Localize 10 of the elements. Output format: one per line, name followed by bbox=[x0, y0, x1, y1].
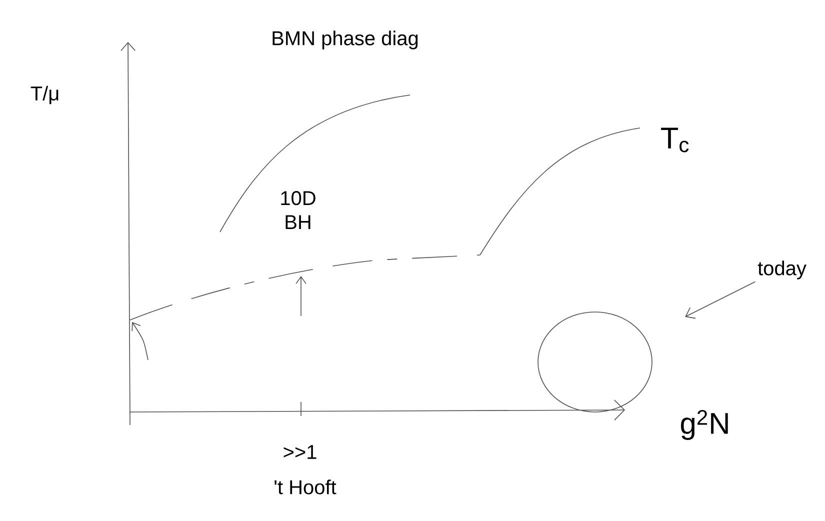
tick-label: >>1 bbox=[284, 445, 316, 459]
tick-label: 't Hooft bbox=[274, 480, 336, 494]
region-label: 10D BH bbox=[281, 191, 316, 229]
region-circle bbox=[538, 312, 652, 412]
axis-label: T/μ bbox=[30, 86, 58, 104]
note-text: today bbox=[758, 260, 806, 280]
curve-label: T$_{c}$ bbox=[661, 128, 689, 152]
leader-arrow bbox=[685, 281, 756, 319]
axis-label: g$^{2}$N bbox=[681, 410, 728, 440]
title: BMN phase diag bbox=[272, 30, 418, 50]
